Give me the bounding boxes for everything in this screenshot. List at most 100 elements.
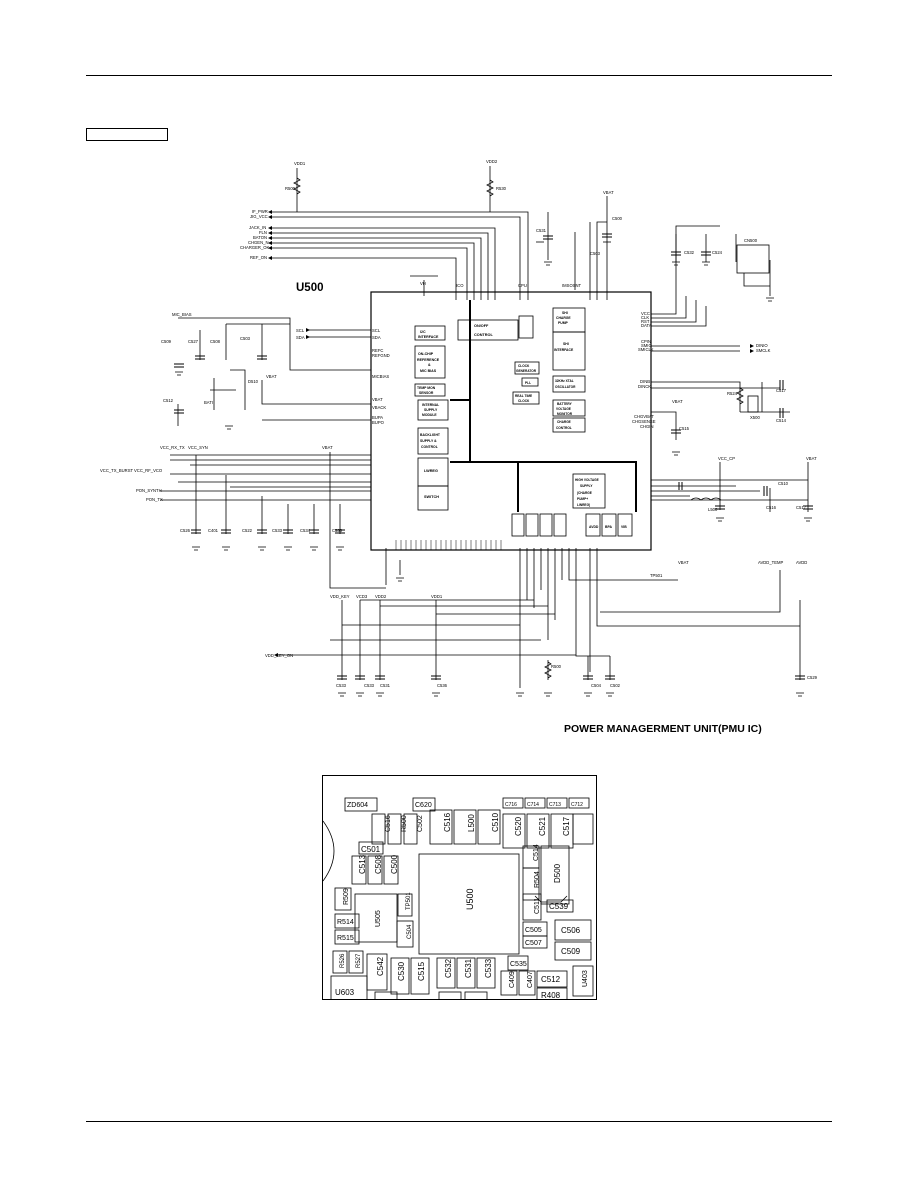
svg-text:VCC_TX_BURST: VCC_TX_BURST [100, 468, 133, 473]
net-vdd2: VDD2 [486, 159, 498, 164]
svg-text:R514: R514 [337, 919, 354, 926]
block-charge [552, 417, 586, 433]
svg-text:C501: C501 [361, 845, 381, 854]
svg-text:RST: RST [641, 319, 650, 324]
svg-text:C503: C503 [240, 336, 251, 341]
svg-text:LWREG: LWREG [424, 469, 438, 473]
svg-text:CHGSENSE: CHGSENSE [632, 419, 656, 424]
block-lv4 [553, 513, 567, 537]
svg-text:BATI: BATI [204, 400, 213, 405]
block-clock [514, 361, 540, 375]
svg-text:C517: C517 [562, 816, 571, 836]
section-label-box [86, 128, 168, 141]
svg-text:C504: C504 [407, 924, 413, 939]
block-ref [414, 345, 446, 379]
svg-text:C510: C510 [491, 812, 500, 832]
x500-crystal [747, 395, 759, 413]
svg-text:AVDD: AVDD [796, 560, 807, 565]
svg-text:C716: C716 [505, 802, 517, 808]
svg-text:JIG_VCC: JIG_VCC [250, 214, 268, 219]
svg-text:DATA: DATA [641, 323, 652, 328]
svg-text:C533: C533 [364, 683, 375, 688]
svg-text:C500: C500 [612, 216, 623, 221]
block-temp [414, 383, 446, 397]
svg-text:C542: C542 [376, 956, 385, 976]
svg-text:C507: C507 [525, 940, 542, 947]
svg-text:PUMP: PUMP [558, 321, 569, 325]
svg-text:C712: C712 [571, 802, 583, 808]
svg-text:VBAT: VBAT [322, 445, 333, 450]
svg-text:SDA: SDA [372, 335, 381, 340]
svg-text:C713: C713 [549, 802, 561, 808]
svg-text:SWITCH: SWITCH [424, 495, 439, 499]
svg-text:C517: C517 [776, 388, 787, 393]
svg-text:&: & [428, 363, 431, 367]
svg-text:C520: C520 [514, 816, 523, 836]
svg-text:BUPA: BUPA [372, 415, 383, 420]
svg-text:VBAT: VBAT [806, 456, 817, 461]
svg-text:C515: C515 [679, 426, 690, 431]
svg-text:R530: R530 [496, 186, 507, 191]
svg-text:C522: C522 [242, 528, 253, 533]
svg-text:C535: C535 [510, 961, 527, 968]
svg-text:VBACK: VBACK [372, 405, 386, 410]
svg-text:SCL: SCL [296, 328, 305, 333]
block-lv3 [539, 513, 553, 537]
svg-text:C508: C508 [374, 854, 383, 874]
svg-text:VBAT: VBAT [266, 374, 277, 379]
svg-text:SDA: SDA [296, 335, 305, 340]
svg-text:INTERNAL: INTERNAL [422, 403, 439, 407]
svg-text:BATTERY: BATTERY [557, 402, 573, 406]
svg-text:DINCK: DINCK [638, 384, 651, 389]
svg-text:R500: R500 [551, 664, 562, 669]
svg-text:ICO: ICO [456, 283, 464, 288]
block-supply [417, 399, 449, 421]
svg-text:VBAT: VBAT [678, 560, 689, 565]
svg-text:C529: C529 [807, 675, 818, 680]
svg-text:MODULE: MODULE [422, 413, 437, 417]
svg-text:CONTROL: CONTROL [474, 333, 493, 337]
svg-text:I2C: I2C [420, 330, 426, 334]
svg-text:MONITOR: MONITOR [557, 412, 573, 416]
svg-text:TP501: TP501 [406, 892, 412, 910]
svg-text:REF_ON: REF_ON [250, 255, 267, 260]
cn500-outline [736, 244, 770, 274]
svg-text:C531: C531 [464, 958, 473, 978]
svg-text:C535: C535 [332, 528, 343, 533]
svg-text:VBAT: VBAT [372, 397, 383, 402]
svg-text:C539: C539 [549, 902, 569, 911]
svg-text:U505: U505 [375, 910, 382, 927]
svg-text:BPA: BPA [605, 525, 612, 529]
svg-text:R500: R500 [401, 815, 408, 832]
block-chargepump [552, 307, 586, 333]
svg-text:U500: U500 [465, 888, 475, 910]
svg-text:CPU: CPU [518, 283, 527, 288]
svg-text:C516: C516 [766, 505, 777, 510]
svg-text:C502: C502 [610, 683, 621, 688]
svg-text:C524: C524 [712, 250, 723, 255]
svg-text:C521: C521 [538, 816, 547, 836]
svg-text:HIGH VOLTAGE: HIGH VOLTAGE [575, 478, 599, 482]
svg-text:SMICLK: SMICLK [638, 347, 654, 352]
block-backlight [417, 427, 449, 455]
chip-designator: U500 [296, 282, 324, 294]
svg-text:C502: C502 [417, 815, 424, 832]
svg-text:ON-CHIP: ON-CHIP [418, 352, 434, 356]
svg-text:SENSOR: SENSOR [419, 391, 434, 395]
svg-text:X500: X500 [750, 415, 760, 420]
svg-text:REAL TIME: REAL TIME [515, 394, 532, 398]
svg-text:CHARGE: CHARGE [557, 420, 571, 424]
svg-text:REFGND: REFGND [372, 353, 390, 358]
svg-text:C401: C401 [208, 528, 219, 533]
svg-text:MICBIAS: MICBIAS [372, 374, 389, 379]
svg-text:CLOCK: CLOCK [518, 399, 530, 403]
svg-text:C514: C514 [533, 844, 540, 861]
svg-text:OSCILLATOR: OSCILLATOR [555, 385, 576, 389]
block-xtal [552, 375, 586, 393]
svg-text:VIB: VIB [621, 525, 627, 529]
svg-text:C527: C527 [188, 339, 199, 344]
svg-text:C532: C532 [684, 250, 695, 255]
svg-text:CPIN: CPIN [641, 339, 651, 344]
svg-text:JACK_IN: JACK_IN [249, 225, 266, 230]
